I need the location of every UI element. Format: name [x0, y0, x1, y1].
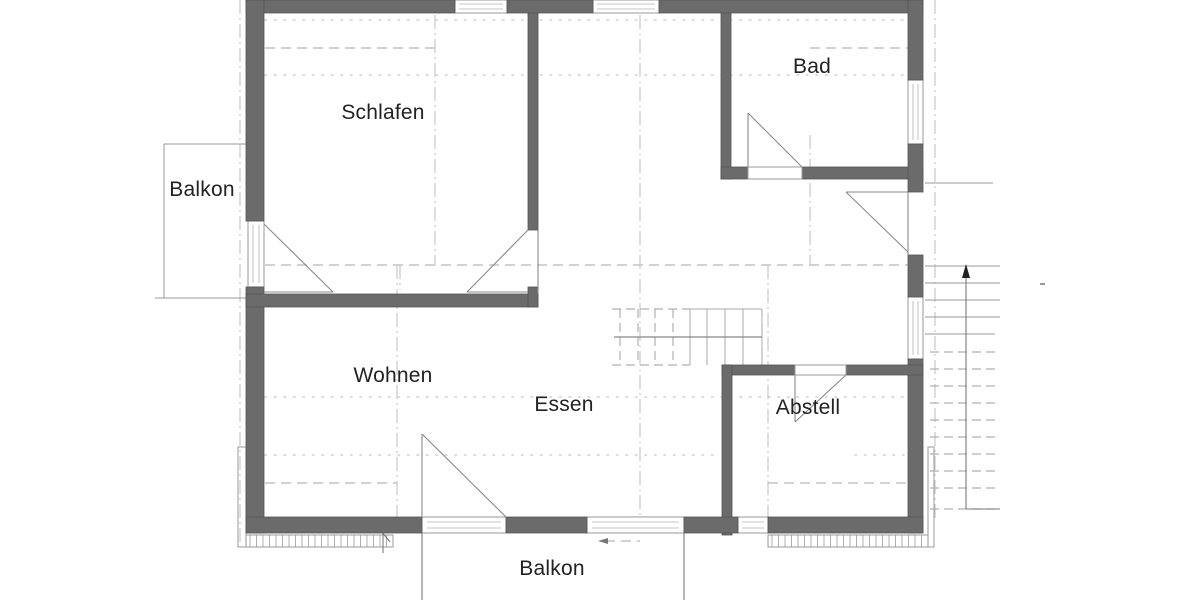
room-label-schlafen: Schlafen	[341, 101, 425, 124]
room-label-essen: Essen	[534, 393, 594, 416]
exterior-stair	[925, 182, 1045, 510]
doors	[263, 112, 909, 518]
room-label-bad: Bad	[793, 55, 831, 78]
interior-stair	[612, 308, 763, 366]
arrow-up-icon	[962, 264, 970, 278]
windows	[247, 0, 924, 534]
guide-lines	[239, 0, 936, 545]
room-label-wohnen: Wohnen	[353, 364, 433, 387]
room-label-abstell: Abstell	[775, 396, 841, 419]
room-label-balkon-west: Balkon	[169, 178, 235, 201]
balcony-west	[155, 143, 246, 299]
railing-bottom-right	[767, 446, 935, 548]
room-label-balkon-south: Balkon	[519, 557, 585, 580]
walls	[245, 0, 924, 536]
